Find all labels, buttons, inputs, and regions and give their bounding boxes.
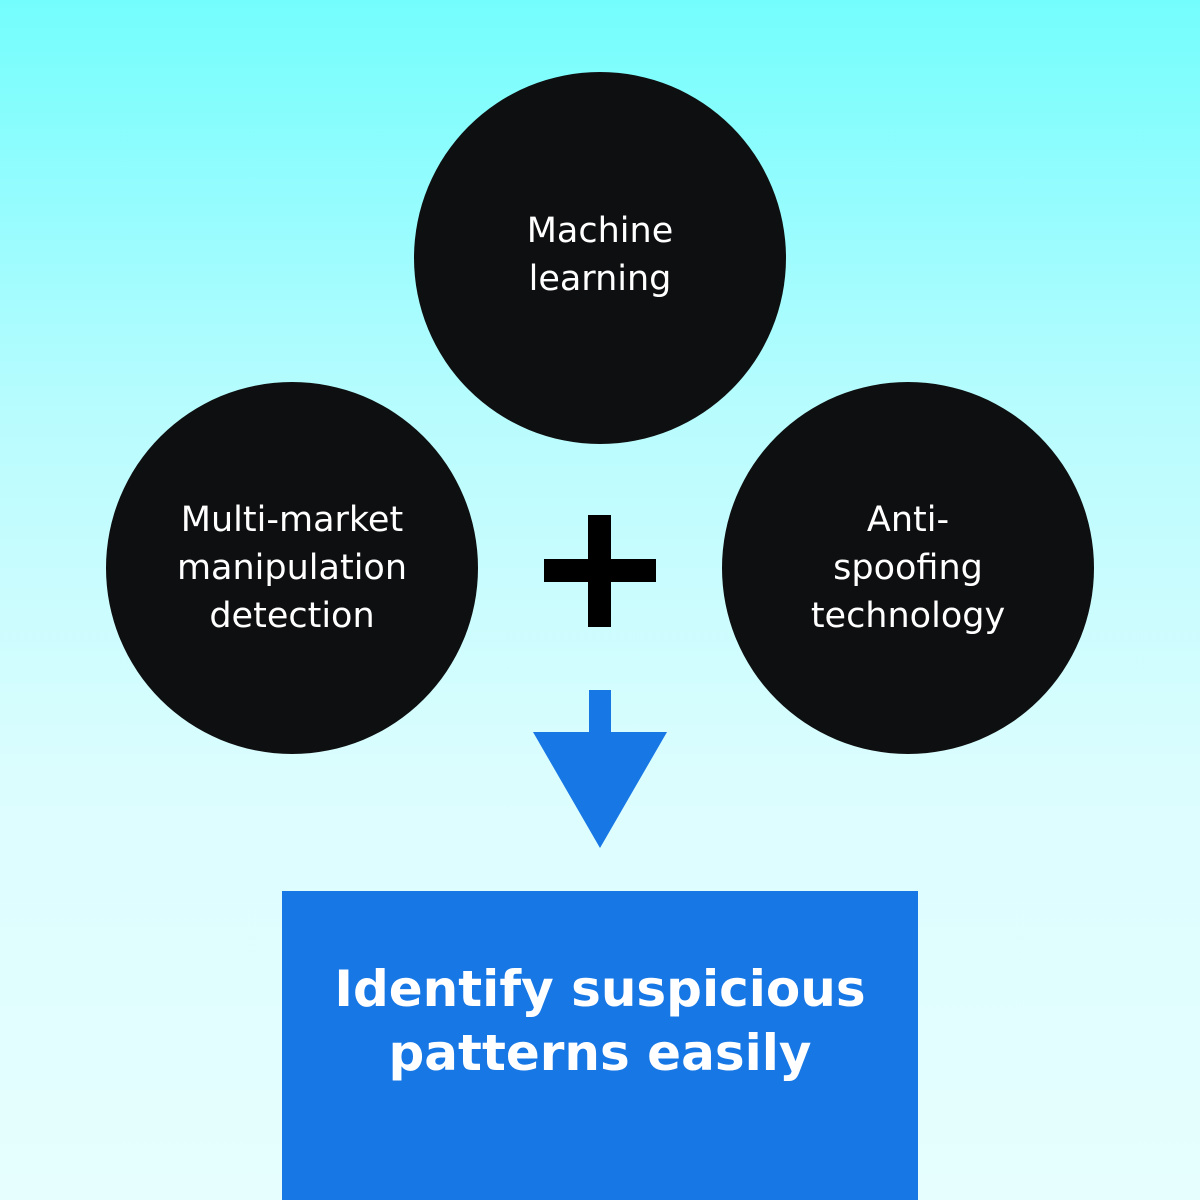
- arrow-down-icon: [533, 690, 667, 848]
- multi-market-detection-node: Multi-market manipulation detection: [106, 382, 478, 754]
- result-box: Identify suspicious patterns easily: [282, 891, 918, 1200]
- machine-learning-node: Machine learning: [414, 72, 786, 444]
- anti-spoofing-node: Anti- spoofing technology: [722, 382, 1094, 754]
- multi-market-detection-label: Multi-market manipulation detection: [176, 500, 408, 636]
- result-label: Identify suspicious patterns easily: [334, 960, 866, 1082]
- anti-spoofing-label: Anti- spoofing technology: [810, 500, 1006, 636]
- plus-icon: [544, 515, 656, 627]
- machine-learning-label: Machine learning: [526, 211, 674, 299]
